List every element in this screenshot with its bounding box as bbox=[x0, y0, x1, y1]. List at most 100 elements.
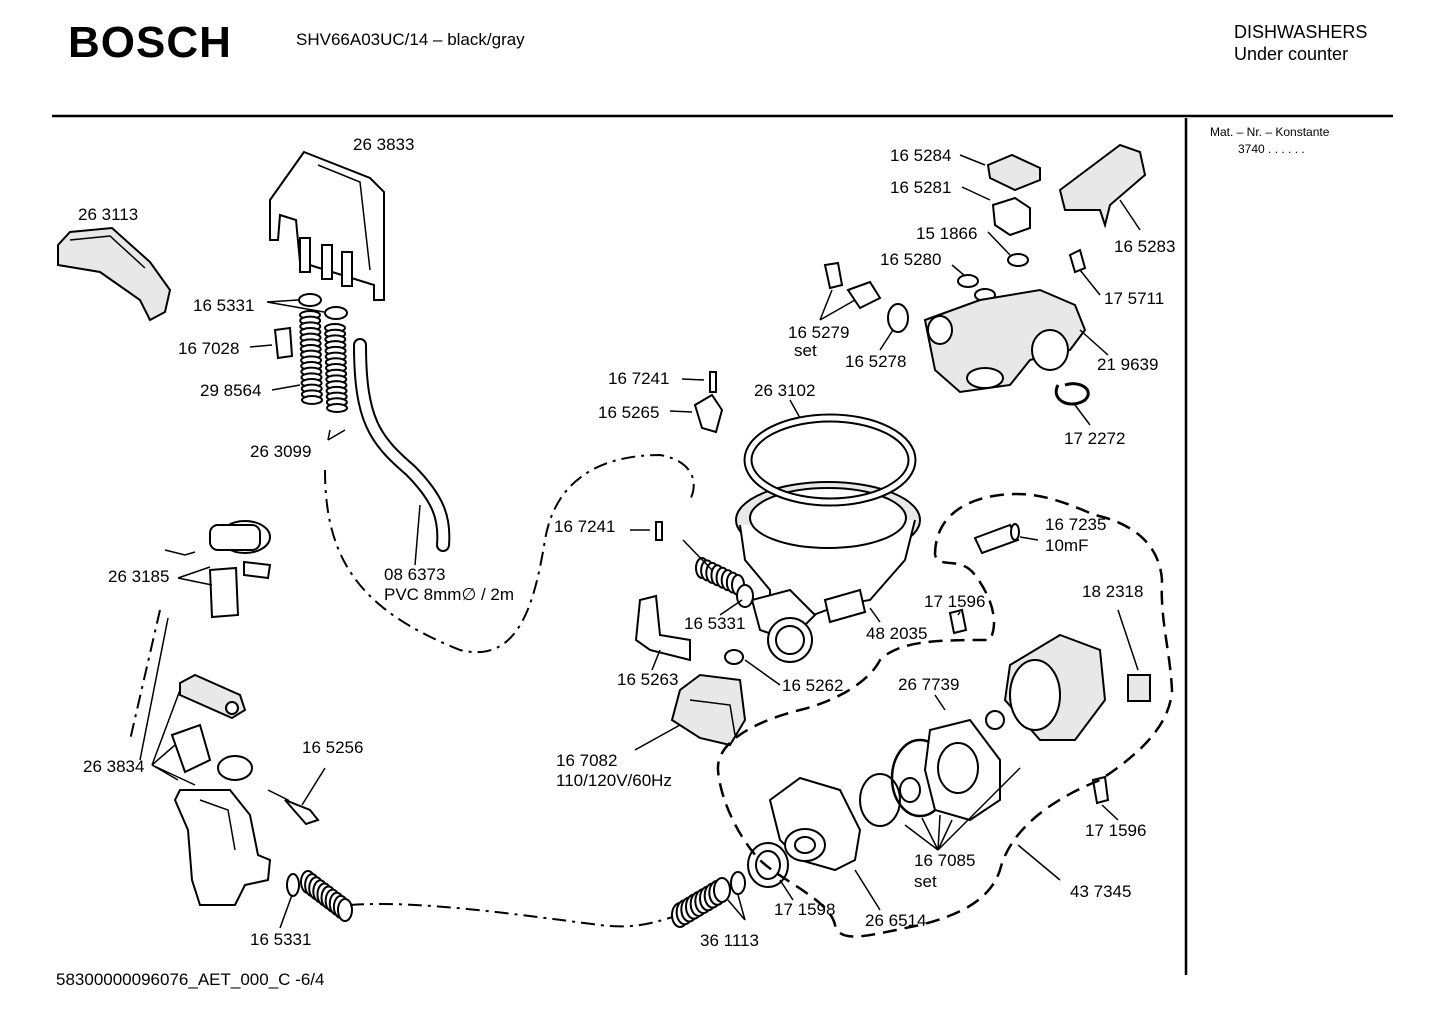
part-165284-cap bbox=[986, 153, 1041, 192]
label-437345: 43 7345 bbox=[1070, 882, 1131, 901]
part-165331-oring bbox=[324, 306, 348, 320]
label-165278: 16 5278 bbox=[845, 352, 906, 371]
part-086373-pvc-tube bbox=[353, 338, 451, 552]
label-167082: 16 7082 bbox=[556, 751, 617, 770]
part-171596-clip bbox=[948, 608, 968, 635]
label-167241: 16 7241 bbox=[554, 517, 615, 536]
label-165283: 16 5283 bbox=[1114, 237, 1175, 256]
part-298564-hose bbox=[299, 310, 348, 413]
part-165331-oring bbox=[286, 873, 300, 897]
hose-rib bbox=[713, 877, 731, 903]
route-line bbox=[324, 453, 695, 654]
part-267739-pump-cover bbox=[923, 718, 1001, 822]
hose-rib bbox=[301, 395, 323, 405]
part-165331-oring bbox=[736, 584, 754, 608]
label-172272: 17 2272 bbox=[1064, 429, 1125, 448]
label-167235: 16 7235 bbox=[1045, 515, 1106, 534]
label-219639: 21 9639 bbox=[1097, 355, 1158, 374]
part-175711-clip bbox=[1068, 248, 1087, 274]
part-172272-clamp bbox=[1054, 382, 1090, 406]
label-165281: 16 5281 bbox=[890, 178, 951, 197]
label-165262: 16 5262 bbox=[782, 676, 843, 695]
part-361113-hose-left bbox=[300, 870, 353, 922]
part-165331-hose-center bbox=[695, 557, 745, 596]
label-167085: 16 7085 bbox=[914, 851, 975, 870]
label-263833: 26 3833 bbox=[353, 135, 414, 154]
part-labels: 26 3833 26 3113 16 5331 16 7028 29 8564 … bbox=[78, 135, 1175, 950]
part-165256-clip bbox=[284, 799, 320, 826]
label-165331: 16 5331 bbox=[684, 614, 745, 633]
route-line bbox=[349, 903, 681, 928]
part-165280-oring bbox=[957, 274, 979, 288]
material-number-label: Mat. – Nr. – Konstante bbox=[1210, 125, 1330, 139]
label-263113: 26 3113 bbox=[78, 205, 138, 224]
label-171596: 17 1596 bbox=[1085, 821, 1146, 840]
label-263102: 26 3102 bbox=[754, 381, 815, 400]
part-167241-screw bbox=[709, 371, 717, 393]
part-482035-sump bbox=[735, 481, 921, 663]
part-165279-valve bbox=[846, 280, 882, 310]
label-175711: 17 5711 bbox=[1104, 289, 1164, 308]
part-171598-seal bbox=[747, 842, 789, 888]
part-361113-hose bbox=[671, 877, 731, 928]
label-165284: 16 5284 bbox=[890, 146, 951, 165]
hose-rib bbox=[337, 898, 353, 922]
label-263834: 26 3834 bbox=[83, 757, 144, 776]
label-267739: 26 7739 bbox=[898, 675, 959, 694]
label-165256: 16 5256 bbox=[302, 738, 363, 757]
label-165279: 16 5279 bbox=[788, 323, 849, 342]
label-165280: 16 5280 bbox=[880, 250, 941, 269]
label-167241: 16 7241 bbox=[608, 369, 669, 388]
category-subtitle: Under counter bbox=[1234, 44, 1349, 64]
route-line bbox=[129, 609, 161, 741]
leader-lines bbox=[139, 154, 1141, 929]
part-167028-clip bbox=[273, 326, 294, 360]
part-263834-inlet bbox=[170, 673, 301, 906]
part-361113-oring bbox=[730, 871, 746, 895]
label-set: set bbox=[794, 341, 817, 360]
part-165263-bracket bbox=[634, 594, 691, 662]
label-171596: 17 1596 bbox=[924, 592, 985, 611]
assembly-boundary bbox=[716, 492, 1174, 938]
label-167028: 16 7028 bbox=[178, 339, 239, 358]
model-number: SHV66A03UC/14 – black/gray bbox=[296, 30, 525, 49]
label-165331: 16 5331 bbox=[250, 930, 311, 949]
part-165283-cover bbox=[1058, 143, 1147, 229]
part-263102-seal bbox=[743, 413, 917, 507]
part-263113-cover bbox=[57, 226, 172, 322]
part-263185-sensor bbox=[164, 520, 272, 619]
label-171598: 17 1598 bbox=[774, 900, 835, 919]
label-capacitance: 10mF bbox=[1045, 536, 1088, 555]
part-263833-bracket bbox=[269, 150, 385, 301]
label-482035: 48 2035 bbox=[866, 624, 927, 643]
label-182318: 18 2318 bbox=[1082, 582, 1143, 601]
label-151866: 15 1866 bbox=[916, 224, 977, 243]
part-165278-oring bbox=[887, 303, 909, 333]
label-165265: 16 5265 bbox=[598, 403, 659, 422]
part-266514-pump-housing bbox=[768, 776, 862, 872]
part-167235-capacitor bbox=[973, 523, 1020, 555]
part-165331-oring bbox=[298, 293, 322, 307]
part-165279-bracket bbox=[823, 261, 844, 290]
part-165281-valve bbox=[991, 196, 1031, 237]
label-086373: 08 6373 bbox=[384, 565, 445, 584]
label-263185: 26 3185 bbox=[108, 567, 169, 586]
label-pvc-spec: PVC 8mm∅ / 2m bbox=[384, 585, 514, 604]
material-number-value: 3740 . . . . . . bbox=[1238, 142, 1305, 156]
label-set: set bbox=[914, 872, 937, 891]
label-298564: 29 8564 bbox=[200, 381, 261, 400]
label-165331: 16 5331 bbox=[193, 296, 254, 315]
part-165265-clip bbox=[693, 393, 724, 434]
part-151866-oring bbox=[1007, 253, 1029, 267]
part-171596-clip bbox=[1091, 775, 1110, 805]
part-167082-drain-pump bbox=[670, 673, 747, 747]
brand-logo: BOSCH bbox=[68, 18, 232, 67]
part-165262-clip bbox=[724, 649, 744, 665]
part-182318-motor bbox=[985, 633, 1151, 741]
label-266514: 26 6514 bbox=[865, 911, 926, 930]
category-title: DISHWASHERS bbox=[1234, 22, 1368, 42]
label-165263: 16 5263 bbox=[617, 670, 678, 689]
part-167241-screw bbox=[655, 521, 663, 541]
document-id: 58300000096076_AET_000_C -6/4 bbox=[56, 970, 325, 989]
